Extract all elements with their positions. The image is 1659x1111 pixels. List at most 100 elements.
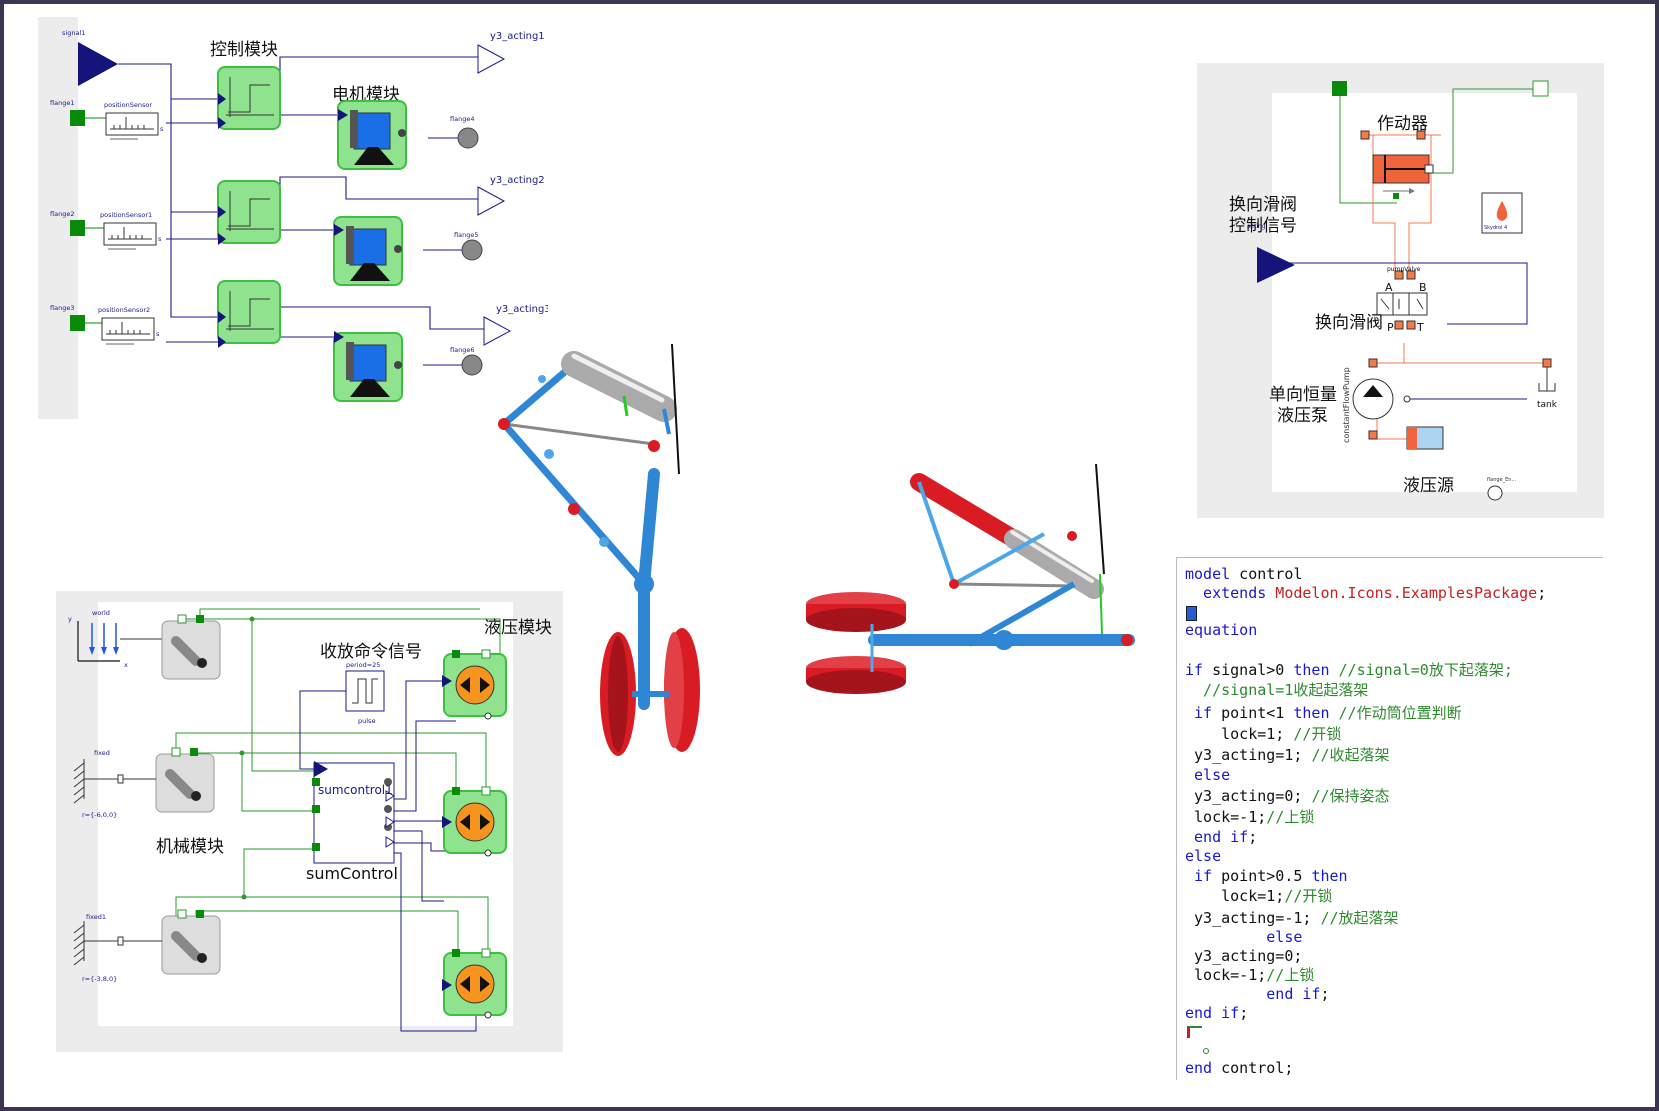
position-sensor-2[interactable]: positionSensor1 s (100, 211, 162, 250)
pulse-label: pulse (358, 717, 375, 725)
flange4-icon[interactable] (457, 127, 479, 149)
signal-input-icon[interactable] (78, 42, 118, 86)
flange6-label: flange6 (450, 346, 474, 354)
title-pump-line1: 单向恒量 (1269, 385, 1337, 405)
sumcontrol-inner-label: sumcontrol1 (318, 783, 393, 797)
title-hydraulic-module: 液压模块 (484, 618, 552, 638)
flange6-icon[interactable] (461, 354, 483, 376)
code-line-16: y3_acting=-1; //放起落架 (1185, 909, 1399, 927)
code-line-6: if point<1 then //作动筒位置判断 (1185, 704, 1462, 722)
small-marker-icon (1203, 1048, 1209, 1054)
directional-valve[interactable]: pumpValve A B P T (1376, 266, 1428, 334)
port-white-icon[interactable] (1532, 80, 1549, 97)
position-sensor1-label: positionSensor1 (100, 211, 152, 219)
code-line-2: extends Modelon.Icons.ExamplesPackage; (1185, 584, 1547, 602)
flange2-label: flange2 (50, 210, 74, 218)
actuator-cylinder[interactable] (1360, 130, 1434, 199)
code-line-1: model control (1185, 565, 1303, 583)
code-line-19: lock=-1;//上锁 (1185, 966, 1315, 984)
position-sensor-1[interactable]: positionSensor s (104, 101, 164, 140)
hydraulic-diagram: Skydrol 4 acting pumpValve A B P T c (1229, 80, 1558, 501)
flange3-icon[interactable] (70, 315, 85, 331)
position-sensor-label: positionSensor (104, 101, 152, 109)
constant-flow-pump[interactable]: constantFlowPump (1342, 358, 1411, 443)
flange4-label: flange4 (450, 115, 474, 123)
diagram-annotation-icon[interactable] (1187, 1026, 1202, 1038)
annotation-icon[interactable] (1186, 606, 1197, 621)
fixed-label: fixed (94, 749, 110, 757)
skydrol-icon[interactable]: Skydrol 4 (1481, 192, 1523, 234)
control-block-3[interactable] (217, 280, 281, 348)
control-block-1[interactable] (217, 66, 281, 130)
code-line-3: equation (1185, 621, 1258, 639)
signal-label: signal1 (62, 29, 85, 37)
valve-signal-input-icon[interactable] (1257, 247, 1295, 283)
fixed1-r-label: r={-3,8,0} (82, 975, 117, 983)
tank-icon[interactable]: tank (1537, 358, 1558, 410)
output-y3-acting1-icon[interactable] (477, 44, 506, 74)
code-line-15: lock=1;//开锁 (1185, 887, 1333, 905)
title-hydraulic-source: 液压源 (1403, 476, 1454, 496)
port-t-label: T (1416, 321, 1424, 334)
motor-block-3[interactable] (333, 331, 403, 402)
code-line-11: lock=-1;//上锁 (1185, 808, 1315, 826)
revolute-joint-2[interactable] (155, 747, 215, 813)
world-label: world (92, 609, 110, 617)
sensor-unit-3: s (156, 330, 160, 338)
fixed1-icon[interactable]: fixed1 r={-3,8,0} (73, 913, 162, 983)
revolute-joint-1[interactable] (161, 614, 221, 680)
code-line-13: else (1185, 847, 1222, 865)
sumcontrol-outer-label: sumControl (306, 864, 398, 883)
flange-en-label: flange_En... (1487, 477, 1517, 483)
port-b-label: B (1419, 281, 1427, 294)
axis-x-label: x (124, 661, 128, 669)
code-line-20: end if; (1185, 985, 1330, 1003)
control-block-2[interactable] (217, 180, 281, 245)
sum-control-block[interactable]: sumcontrol1 sumControl (306, 761, 398, 883)
motor-block-1[interactable] (337, 100, 407, 170)
control-diagram-canvas (78, 17, 548, 419)
valve-name-label: pumpValve (1387, 266, 1421, 273)
modelica-code-editor[interactable]: model control extends Modelon.Icons.Exam… (1176, 557, 1603, 1080)
fixed-icon[interactable]: fixed r={-6,0,0} (73, 749, 156, 819)
fixed1-label: fixed1 (86, 913, 106, 921)
title-directional-valve: 换向滑阀 (1315, 313, 1383, 333)
code-line-12: end if; (1185, 828, 1258, 846)
port-green-icon[interactable] (1332, 81, 1347, 96)
motor-block-2[interactable] (333, 216, 403, 286)
fixed-r-label: r={-6,0,0} (82, 811, 117, 819)
flange5-icon[interactable] (461, 239, 483, 261)
port-p-label: P (1387, 321, 1394, 334)
output-y3-acting3-icon[interactable] (483, 316, 512, 346)
title-command-signal: 收放命令信号 (320, 642, 422, 662)
control-diagram: signal1 flange1 (50, 29, 548, 402)
flange1-icon[interactable] (70, 110, 85, 126)
landing-gear-3d-deployed (498, 343, 700, 756)
flange2-icon[interactable] (70, 220, 85, 236)
system-diagram: world y x (68, 608, 552, 1032)
code-line-22: end control; (1185, 1059, 1294, 1077)
sensor-unit-1: s (160, 125, 164, 133)
hydraulic-source[interactable]: flange_En... (1406, 426, 1517, 501)
output-y3-acting2-icon[interactable] (477, 186, 506, 216)
hydraulic-module-2[interactable] (442, 786, 507, 857)
flange3-label: flange3 (50, 304, 74, 312)
flange1-label: flange1 (50, 99, 74, 107)
code-line-8: y3_acting=1; //收起落架 (1185, 746, 1390, 764)
acting-label: acting (1247, 223, 1266, 230)
code-line-10: y3_acting=0; //保持姿态 (1185, 787, 1390, 805)
pulse-period-label: period=25 (346, 661, 380, 669)
hydraulic-module-1[interactable] (442, 649, 507, 720)
position-sensor-3[interactable]: positionSensor2 s (98, 306, 160, 345)
flange-group: flange1 flange2 flange3 (50, 99, 85, 331)
title-control-module: 控制模块 (210, 40, 278, 60)
pulse-source[interactable]: period=25 pulse (345, 661, 385, 725)
code-line-21: end if; (1185, 1004, 1249, 1022)
world-icon[interactable]: world y x (68, 609, 162, 669)
hydraulic-module-3[interactable] (442, 948, 507, 1019)
title-pump-line2: 液压泵 (1277, 406, 1328, 426)
code-line-7: lock=1; //开锁 (1185, 725, 1342, 743)
revolute-joint-3[interactable] (161, 909, 221, 975)
title-valve-signal-line2: 控制信号 (1229, 216, 1297, 236)
